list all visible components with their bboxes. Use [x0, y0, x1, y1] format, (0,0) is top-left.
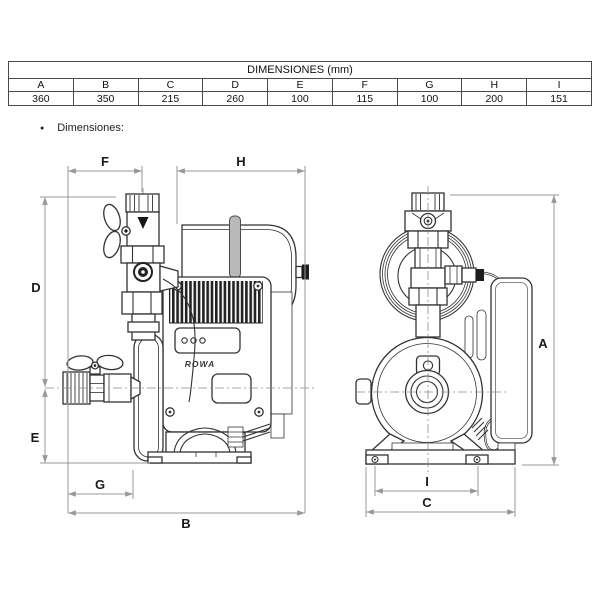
motor-rear — [270, 291, 293, 439]
dim-val-a: 360 — [8, 91, 74, 106]
tank-bracket-stem — [229, 215, 241, 279]
wing-handle — [103, 203, 131, 259]
dim-val-b: 350 — [72, 91, 139, 106]
table-header-row: A B C D E F G H I — [8, 78, 592, 92]
dim-label-h: H — [236, 154, 245, 169]
side-port-fitting — [444, 265, 484, 285]
dim-label-b: B — [181, 516, 190, 531]
volute — [355, 336, 484, 450]
pump-base — [147, 427, 252, 464]
tee-stub — [159, 265, 179, 292]
dim-label-c: C — [422, 495, 432, 510]
thread-lines — [129, 195, 153, 211]
dimensions-table: DIMENSIONES (mm) A B C D E F G H I 360 3… — [8, 61, 592, 106]
vertical-pipe-assembly — [404, 192, 452, 338]
nameplate — [211, 373, 252, 404]
led-indicator — [190, 337, 197, 344]
extension-lines — [40, 166, 559, 517]
wing-handle — [66, 354, 124, 375]
dim-label-f: F — [101, 154, 109, 169]
dim-val-d: 260 — [202, 91, 269, 106]
control-box: ROWA — [162, 276, 272, 433]
front-base — [365, 433, 516, 465]
dim-label-d: D — [31, 280, 40, 295]
side-tab — [355, 378, 372, 405]
thread-lines — [415, 194, 440, 210]
dim-val-f: 115 — [331, 91, 398, 106]
section-label: Dimensiones: — [57, 122, 124, 134]
front-view — [355, 186, 533, 474]
inlet-valve-assembly — [62, 354, 141, 405]
dim-val-h: 200 — [461, 91, 528, 106]
section-bullet-row: ● Dimensiones: — [40, 122, 124, 134]
led-indicator — [181, 337, 188, 344]
dim-label-a: A — [538, 336, 548, 351]
outlet-valve-assembly — [103, 188, 196, 403]
drain-boss — [133, 262, 153, 282]
bullet-dot: ● — [40, 124, 45, 132]
cable-gland-hatch — [471, 417, 489, 441]
flow-arrow — [137, 217, 149, 229]
side-view: ROWA — [45, 188, 314, 464]
pressure-switch-box — [471, 277, 533, 444]
dim-label-e: E — [31, 430, 40, 445]
pump-casing-disc — [133, 333, 164, 462]
dimension-lines: F H D E G B A I C — [31, 154, 559, 531]
heat-sink-fins — [169, 281, 263, 323]
dim-val-i: 151 — [526, 91, 592, 106]
power-cable — [227, 423, 271, 448]
table-values-row: 360 350 215 260 100 115 100 200 151 — [8, 91, 592, 106]
dim-label-i: I — [425, 474, 429, 489]
capillary-tube — [162, 278, 196, 403]
flange-tabs — [464, 309, 487, 361]
dim-label-g: G — [95, 477, 105, 492]
led-panel — [174, 327, 241, 354]
dim-val-c: 215 — [137, 91, 204, 106]
brand-logo: ROWA — [185, 359, 215, 369]
led-indicator — [199, 337, 206, 344]
dim-val-e: 100 — [267, 91, 333, 106]
